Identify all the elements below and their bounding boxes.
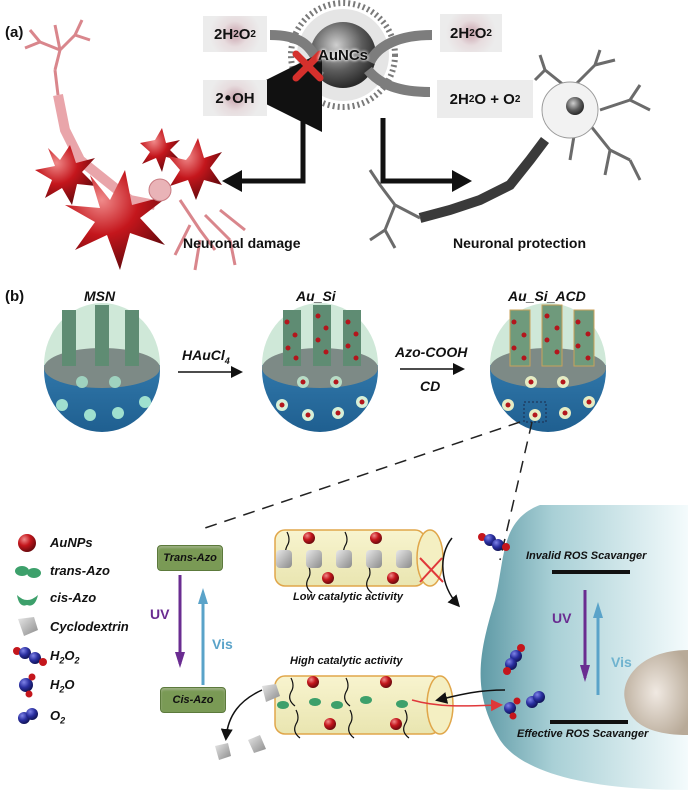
chem-text: O	[474, 24, 487, 42]
chem-text: O + O	[474, 90, 515, 108]
neuronal-damage-caption: Neuronal damage	[183, 235, 301, 251]
chem-text: O	[238, 25, 251, 43]
effective-scavenger-label: Effective ROS Scavanger	[517, 728, 649, 740]
legend-aunps: AuNPs	[50, 535, 93, 550]
healthy-neuron-illustration	[368, 49, 651, 249]
msn-sphere-icon	[44, 303, 160, 432]
damage-arrow	[238, 118, 306, 184]
zoom-line-right	[499, 421, 533, 561]
cell-uv-arrowhead	[580, 665, 590, 682]
high-activity-pore-tube	[274, 675, 454, 739]
legend-icons	[13, 534, 47, 724]
neuronal-protection-caption: Neuronal protection	[453, 235, 587, 251]
stage-label-au-si-acd: Au_Si_ACD	[508, 288, 586, 304]
hydroxyl-radical-box: 2•OH	[203, 80, 267, 116]
legend-text: O	[64, 648, 75, 663]
legend-text: H	[50, 677, 60, 692]
panel-a-label: (a)	[5, 24, 24, 41]
step2-reagent-top: Azo-COOH	[395, 344, 468, 360]
legend-sub: 2	[74, 655, 80, 666]
chem-sub: 2	[233, 28, 239, 40]
damaged-neuron-illustration	[24, 19, 246, 271]
cell-vis-arrowhead	[593, 602, 603, 618]
legend-sub: 2	[60, 715, 66, 726]
step2-reagent-bottom: CD	[420, 378, 441, 394]
cell-uv-label: UV	[552, 610, 572, 626]
legend-h2o: H2O	[50, 677, 75, 695]
chem-sub: 2	[468, 93, 475, 105]
stage-label-au-si: Au_Si	[296, 288, 336, 304]
high-activity-caption: High catalytic activity	[290, 655, 403, 667]
legend-sub: 2	[59, 655, 65, 666]
blocked-entry-x-icon	[419, 557, 444, 583]
legend-trans-azo: trans-Azo	[50, 563, 110, 578]
zoom-region-box	[523, 401, 547, 423]
chem-text: 2H	[450, 24, 470, 42]
damaged-nucleus	[148, 178, 172, 202]
chem-text: 2H	[449, 90, 469, 108]
legend-cyclodextrin: Cyclodextrin	[50, 619, 129, 634]
chem-text: OH	[232, 89, 255, 107]
o2-molecule-inside	[526, 691, 545, 708]
radical-dot-icon: •	[224, 87, 232, 108]
switch-vis-arrowhead	[198, 588, 208, 604]
legend-sub: 2	[59, 684, 65, 695]
low-activity-caption: Low catalytic activity	[293, 591, 404, 603]
chem-sub: 2	[469, 27, 475, 39]
cell-nucleus	[624, 650, 688, 735]
switch-uv-label: UV	[150, 606, 170, 622]
aunc-label: AuNCs	[318, 47, 369, 64]
cis-azo-box: Cis-Azo	[160, 687, 226, 713]
stage-label-msn: MSN	[84, 288, 116, 304]
h2o2-molecule-outside	[478, 533, 510, 551]
panel-b-label: (b)	[5, 288, 25, 305]
au-si-acd-sphere-icon	[490, 303, 606, 432]
chem-text: 2	[215, 89, 224, 107]
protection-arrow	[380, 118, 455, 184]
legend-text: O	[64, 677, 75, 692]
released-cyclodextrin-icons	[215, 684, 280, 760]
switch-vis-label: Vis	[212, 636, 233, 652]
cd-release-arrow	[220, 689, 263, 741]
invalid-scavenger-label: Invalid ROS Scavanger	[526, 550, 647, 562]
trans-azo-box: Trans-Azo	[157, 545, 223, 571]
au-si-sphere-icon	[262, 303, 378, 432]
chem-sub: 2	[250, 28, 256, 40]
chem-sub: 2	[514, 93, 521, 105]
low-activity-pore-tube	[274, 529, 444, 594]
chem-text: 2H	[214, 25, 234, 43]
product-exit-arrow	[411, 699, 503, 712]
reagent-sub: 4	[224, 355, 230, 366]
h2o2-molecule-inside	[503, 644, 525, 675]
chem-sub: 2	[486, 27, 492, 39]
neuron-nucleus	[566, 97, 584, 115]
legend-cis-azo: cis-Azo	[50, 590, 97, 605]
damage-arrowhead	[222, 170, 242, 192]
zoom-line-left	[204, 421, 521, 529]
cell-vis-label: Vis	[611, 654, 632, 670]
h2o2-entry-arrow	[435, 689, 506, 704]
protection-arrowhead	[452, 170, 472, 192]
deflected-arrow	[442, 537, 461, 608]
legend-text: O	[50, 708, 61, 723]
legend-o2: O2	[50, 708, 65, 726]
reagent-text: HAuCl	[182, 347, 225, 363]
switch-uv-arrowhead	[175, 652, 185, 668]
blocked-x-icon	[292, 50, 324, 82]
legend-h2o2: H2O2	[50, 648, 80, 666]
h2o-molecule-inside	[504, 697, 521, 720]
ros-star-icons	[35, 128, 222, 270]
legend-text: H	[50, 648, 60, 663]
step1-reagent: HAuCl4	[182, 347, 230, 366]
